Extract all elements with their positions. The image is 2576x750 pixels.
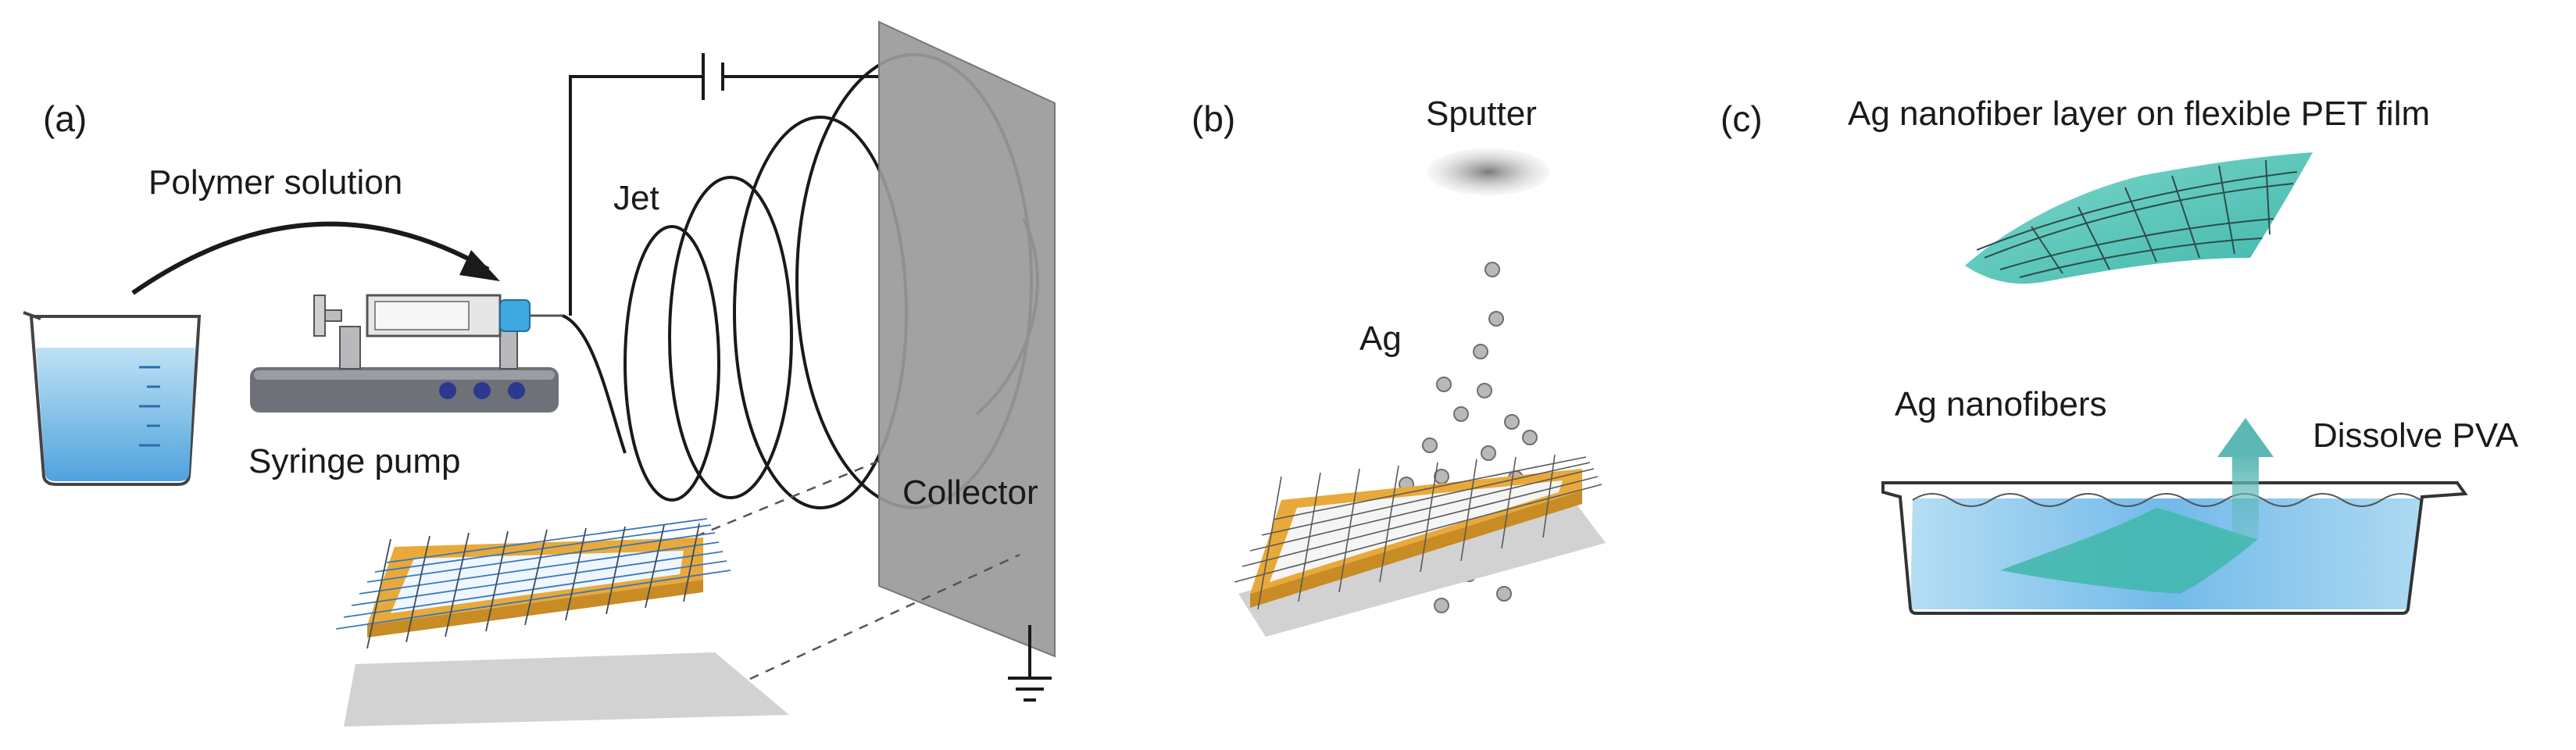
sputter-label: Sputter xyxy=(1426,95,1537,133)
syringe-pump-label: Syringe pump xyxy=(248,442,460,480)
beaker xyxy=(23,311,202,486)
dissolve-arrow xyxy=(2217,418,2274,539)
panel-b-label: (b) xyxy=(1192,98,1235,139)
syringe-pump xyxy=(250,294,563,412)
ag-nanofibers-label: Ag nanofibers xyxy=(1895,385,2107,423)
submerged-sheet xyxy=(2000,508,2258,594)
jet-label: Jet xyxy=(613,179,659,217)
collector-label: Collector xyxy=(902,473,1038,512)
pump-knob xyxy=(473,382,491,399)
pump-knob xyxy=(439,382,456,399)
ag-label: Ag xyxy=(1359,320,1402,358)
voltage-source xyxy=(569,53,879,316)
transfer-arrow xyxy=(131,221,490,295)
panel-c-label: (c) xyxy=(1720,98,1763,139)
sputter-source xyxy=(1427,148,1549,195)
ground-symbol xyxy=(1008,625,1052,702)
panel-a-label: (a) xyxy=(43,98,87,139)
needle-tip xyxy=(499,299,531,332)
pet-film xyxy=(1965,152,2313,284)
water-bath xyxy=(1881,481,2468,615)
beaker-liquid xyxy=(36,348,195,481)
collector-plate xyxy=(878,20,1056,658)
fiber-frame-a xyxy=(335,518,789,727)
transfer-arrowhead xyxy=(459,250,500,281)
ag-layer-pet-label: Ag nanofiber layer on flexible PET film xyxy=(1848,95,2430,133)
dissolve-pva-label: Dissolve PVA xyxy=(2313,416,2519,455)
fiber-frame-b xyxy=(1234,454,1606,637)
polymer-solution-label: Polymer solution xyxy=(148,163,402,202)
pump-knob xyxy=(508,382,525,399)
